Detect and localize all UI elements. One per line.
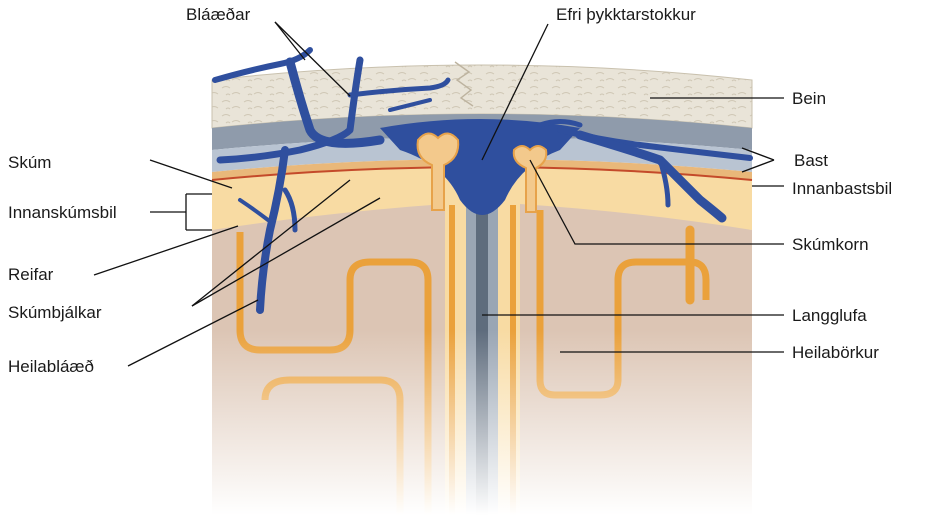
label-cerebral-vein: Heilabláæð [8,357,94,376]
leader-lines [93,21,784,367]
label-subdural-space: Innanbastsbil [792,179,892,198]
granulation-right [512,145,548,213]
label-bone: Bein [792,89,826,108]
arachnoid-layer [212,159,752,180]
veins [212,47,753,314]
granulation-left [416,132,460,211]
label-cerebral-cortex: Heilabörkur [792,343,879,362]
label-blood-vessels: Bláæðar [186,5,251,24]
label-arachnoid-trabeculae: Skúmbjálkar [8,303,102,322]
bone-suture [454,61,474,107]
label-arachnoid-granulation: Skúmkorn [792,235,869,254]
label-longitudinal-fissure: Langglufa [792,306,867,325]
label-dura: Bast [794,151,828,170]
label-arachnoid: Skúm [8,153,51,172]
label-pia: Reifar [8,265,54,284]
bottom-fade [200,330,770,515]
label-superior-sagittal-sinus: Efri þykktarstokkur [556,5,696,24]
label-subarachnoid-space: Innanskúmsbil [8,203,117,222]
